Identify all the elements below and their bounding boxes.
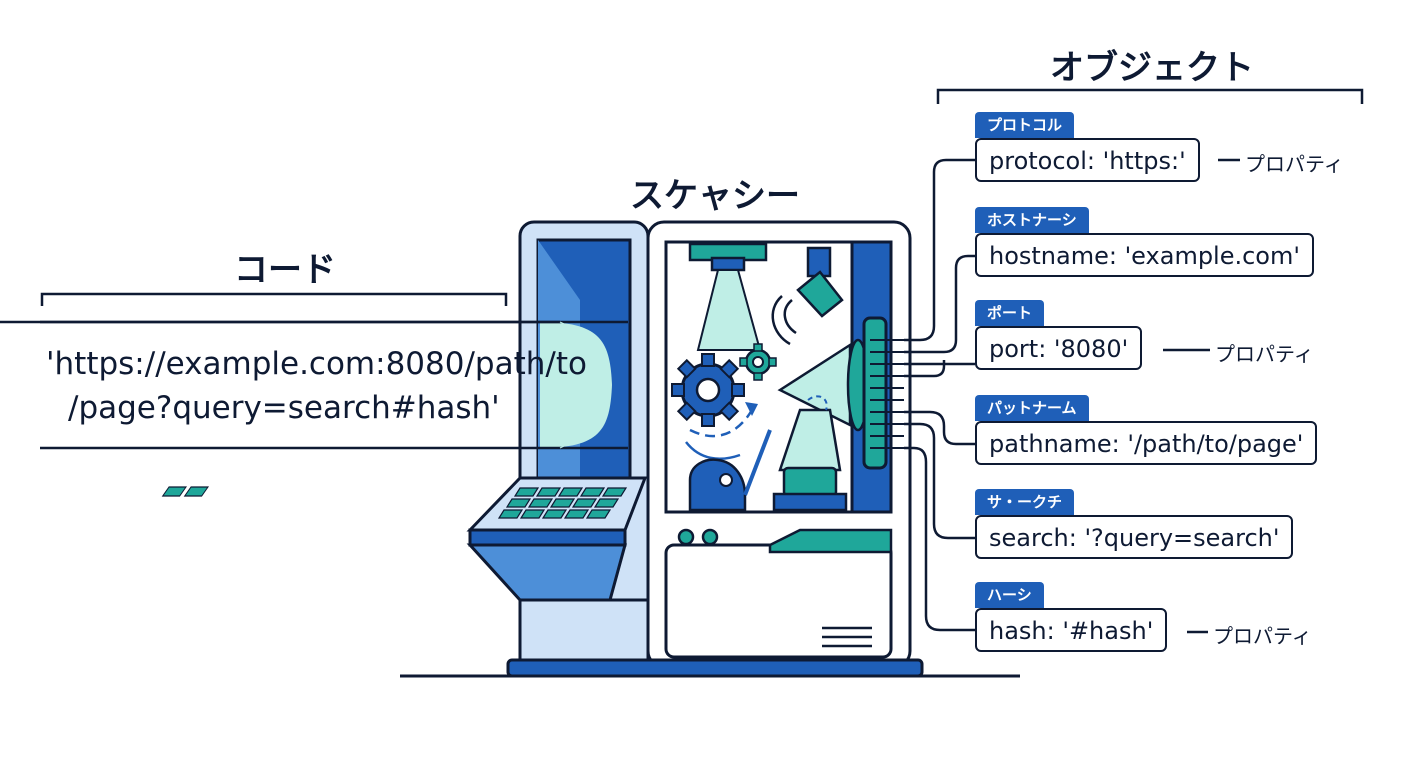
prop-pathname: pathname: '/path/to/page' [975, 421, 1318, 465]
side-label-hash: プロパティ [1213, 624, 1312, 648]
projector-icon [688, 242, 768, 351]
code-heading: コード [234, 250, 336, 290]
prop-hash: hash: '#hash' [975, 608, 1168, 652]
object-bracket [936, 88, 1364, 104]
machine-heading: スケャシー [630, 176, 800, 216]
side-label-port: プロパティ [1215, 342, 1314, 366]
connector-wires [904, 158, 975, 632]
code-line-1: 'https://example.com:8080/path/to [46, 346, 587, 382]
code-line-2: /page?query=search#hash' [68, 390, 500, 426]
side-label-protocol: プロパティ [1245, 152, 1344, 176]
lens-projector [772, 338, 870, 512]
prop-protocol: protocol: 'https:' [975, 138, 1200, 182]
robot-arm-icon [688, 429, 772, 512]
gear-icon [671, 343, 777, 427]
prop-hostname: hostname: 'example.com' [975, 233, 1314, 277]
tag-port: ポート [975, 300, 1045, 326]
prop-port: port: '8080' [975, 326, 1143, 370]
code-input-band [0, 320, 628, 450]
output-connector [862, 316, 904, 470]
tag-hash: ハーシ [975, 582, 1044, 608]
tag-protocol: プロトコル [975, 112, 1075, 138]
tag-hostname: ホストナーシ [975, 207, 1089, 233]
prop-search: search: '?query=search' [975, 515, 1294, 559]
tag-search: サ・ークチ [975, 489, 1075, 515]
tag-pathname: パットナーム [975, 395, 1089, 421]
keypad-icon [161, 476, 648, 602]
object-heading: オブジェクト [1050, 48, 1254, 88]
code-url-text: 'https://example.com:8080/path/to /page?… [46, 342, 626, 430]
code-bracket [40, 292, 508, 306]
camera-icon [771, 246, 844, 346]
